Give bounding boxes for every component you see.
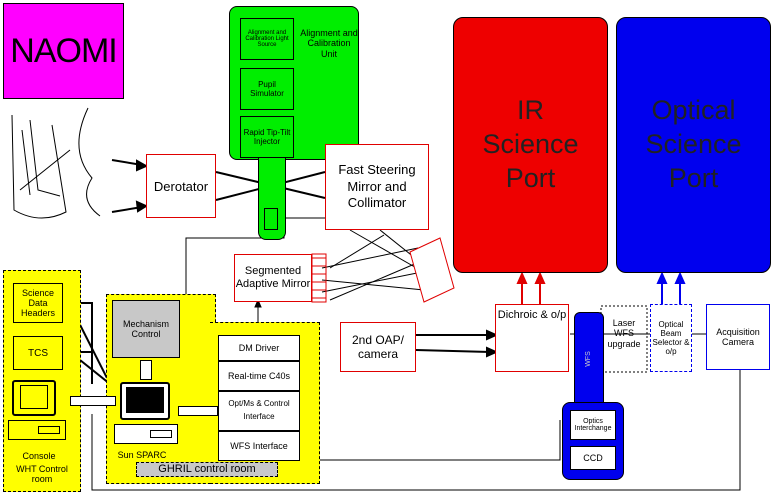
dm-driver-box: DM Driver	[218, 335, 300, 361]
oap-fold-mirror	[409, 237, 455, 303]
wfs-unit-neck	[574, 312, 604, 412]
console-label: Console	[22, 451, 56, 461]
sun-sparc-label: Sun SPARC	[117, 450, 167, 460]
ccd-box: CCD	[570, 446, 616, 470]
optical-science-port: Optical Science Port	[616, 17, 771, 273]
laser-wfs-label: Laser WFS upgrade	[607, 318, 641, 349]
fsm-box: Fast Steering Mirror and Collimator	[325, 144, 429, 230]
dichroic-box: Dichroic & o/p	[495, 304, 569, 372]
alignment-unit-port	[264, 208, 278, 230]
console-sun-arrow	[70, 396, 116, 406]
console-computer-icon	[8, 380, 70, 450]
wht-room-label: WHT Control room	[16, 464, 68, 485]
mirror-segments	[311, 253, 327, 303]
ir-science-port: IR Science Port	[453, 17, 608, 273]
tcs-box: TCS	[13, 336, 63, 370]
acquisition-camera-box: Acquisition Camera	[706, 304, 770, 370]
beam-selector-box: Optical Beam Selector & o/p	[650, 304, 692, 372]
segmented-mirror-box: Segmented Adaptive Mirror	[234, 254, 312, 302]
wfs-unit-label: WFS	[584, 351, 592, 367]
naomi-logo: NAOMI	[3, 3, 124, 99]
oap-camera-box: 2nd OAP/ camera	[340, 322, 416, 372]
pupil-simulator-box: Pupil Simulator	[240, 68, 294, 110]
ghril-room-label: GHRIL control room	[136, 462, 278, 477]
light-source-box: Alignment and Calibration Light Source	[240, 18, 294, 60]
naomi-logo-text: NAOMI	[10, 31, 117, 70]
wfs-interface-box: WFS Interface	[218, 431, 300, 461]
sun-computer-icon	[114, 382, 182, 448]
derotator-box: Derotator	[146, 154, 216, 218]
mechanism-control-box: Mechanism Control	[112, 300, 180, 358]
telescope-sketch	[11, 107, 101, 219]
science-headers-box: Science Data Headers	[13, 283, 63, 323]
realtime-c40s-box: Real-time C40s	[218, 361, 300, 391]
sun-rack-arrow	[178, 406, 218, 416]
optics-interchange-box: Optics Interchange	[570, 410, 616, 440]
mechanism-sun-arrow	[140, 360, 152, 380]
alignment-unit-title: Alignment and Calibration Unit	[300, 28, 358, 59]
alignment-unit-neck	[258, 150, 286, 240]
tip-tilt-box: Rapid Tip-Tilt Injector	[240, 116, 294, 158]
control-interface-box: Opt/Ms & Control Interface	[218, 391, 300, 431]
